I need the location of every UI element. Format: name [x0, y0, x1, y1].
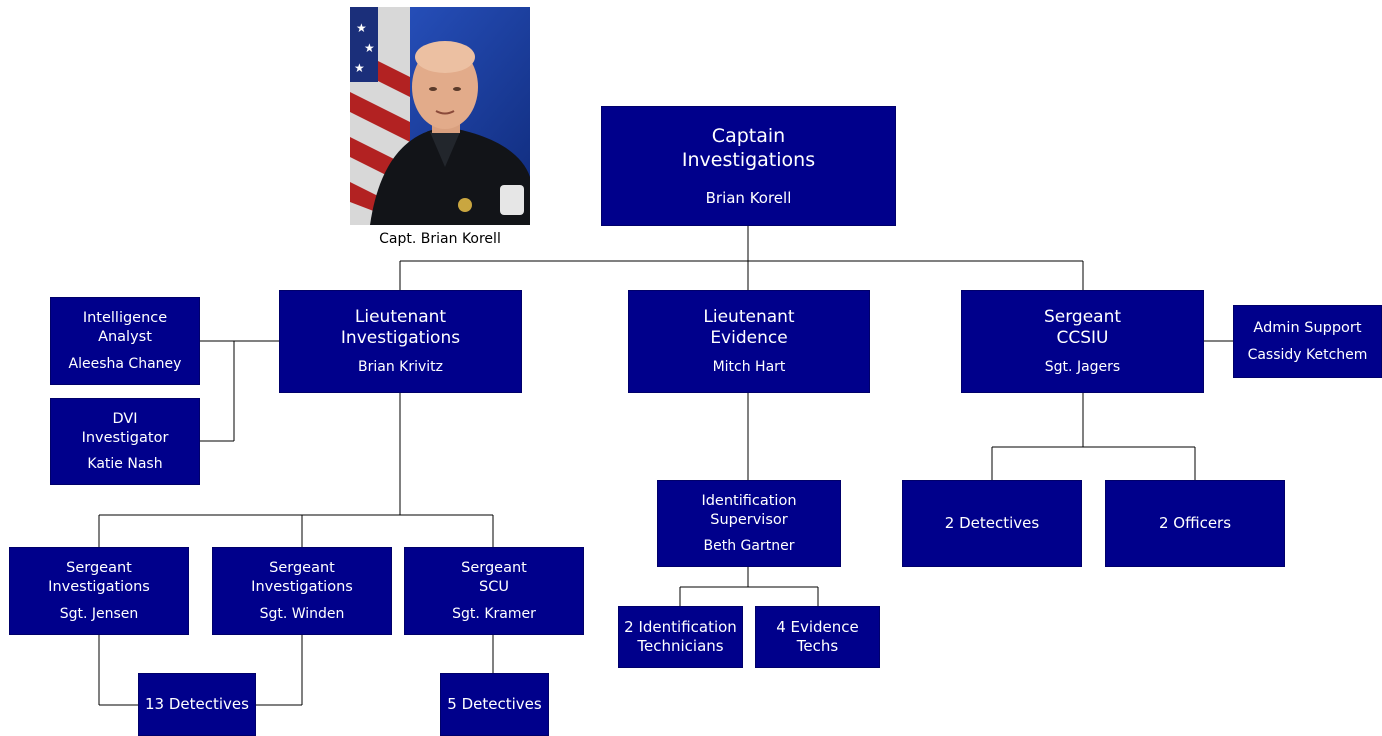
box-title: 2 Detectives [944, 513, 1040, 532]
captain-box: Captain Investigations Brian Korell [601, 106, 896, 226]
sergeant-ccsiu-box: Sergeant CCSIU Sgt. Jagers [961, 290, 1204, 393]
captain-portrait-photo: ★ ★ ★ [350, 7, 530, 225]
box-name: Sgt. Winden [259, 605, 345, 622]
thirteen-detectives-box: 13 Detectives [138, 673, 256, 736]
box-name: Cassidy Ketchem [1247, 347, 1368, 364]
box-title: 5 Detectives [447, 694, 542, 713]
box-name: Katie Nash [87, 456, 163, 473]
box-name: Brian Korell [705, 188, 792, 207]
box-name: Beth Gartner [703, 538, 795, 555]
lieutenant-investigations-box: Lieutenant Investigations Brian Krivitz [279, 290, 522, 393]
box-title: Sergeant CCSIU [1043, 306, 1122, 349]
five-detectives-box: 5 Detectives [440, 673, 549, 736]
box-title: Sergeant SCU [461, 560, 527, 596]
identification-technicians-box: 2 Identification Technicians [618, 606, 743, 668]
box-title: 13 Detectives [145, 694, 249, 713]
box-title: Intelligence Analyst [82, 310, 168, 346]
box-title: Sergeant Investigations [48, 560, 150, 596]
ccsiu-officers-box: 2 Officers [1105, 480, 1285, 567]
box-name: Sgt. Jensen [59, 605, 139, 622]
sergeant-jensen-box: Sergeant Investigations Sgt. Jensen [9, 547, 189, 635]
box-title: Lieutenant Evidence [703, 306, 795, 349]
sergeant-winden-box: Sergeant Investigations Sgt. Winden [212, 547, 392, 635]
box-title: DVI Investigator [81, 410, 169, 446]
portrait-image: ★ ★ ★ [350, 7, 530, 225]
svg-text:★: ★ [354, 61, 365, 75]
box-name: Sgt. Kramer [452, 605, 536, 622]
box-name: Mitch Hart [712, 359, 786, 376]
sergeant-scu-box: Sergeant SCU Sgt. Kramer [404, 547, 584, 635]
box-name: Sgt. Jagers [1044, 359, 1121, 376]
ccsiu-detectives-box: 2 Detectives [902, 480, 1082, 567]
box-name: Brian Krivitz [358, 359, 443, 376]
svg-text:★: ★ [356, 21, 367, 35]
admin-support-box: Admin Support Cassidy Ketchem [1233, 305, 1382, 378]
box-title: Identification Supervisor [701, 492, 797, 528]
box-title: Admin Support [1253, 320, 1362, 337]
box-title: 2 Identification Technicians [624, 617, 737, 656]
intelligence-analyst-box: Intelligence Analyst Aleesha Chaney [50, 297, 200, 385]
photo-caption: Capt. Brian Korell [379, 231, 501, 247]
box-title: Captain Investigations [681, 125, 816, 171]
svg-text:★: ★ [364, 41, 375, 55]
dvi-investigator-box: DVI Investigator Katie Nash [50, 398, 200, 485]
identification-supervisor-box: Identification Supervisor Beth Gartner [657, 480, 841, 567]
evidence-techs-box: 4 Evidence Techs [755, 606, 880, 668]
box-title: 2 Officers [1158, 513, 1232, 532]
lieutenant-evidence-box: Lieutenant Evidence Mitch Hart [628, 290, 870, 393]
box-title: Lieutenant Investigations [340, 306, 461, 349]
box-name: Aleesha Chaney [68, 355, 182, 372]
box-title: 4 Evidence Techs [776, 617, 859, 656]
box-title: Sergeant Investigations [251, 560, 353, 596]
